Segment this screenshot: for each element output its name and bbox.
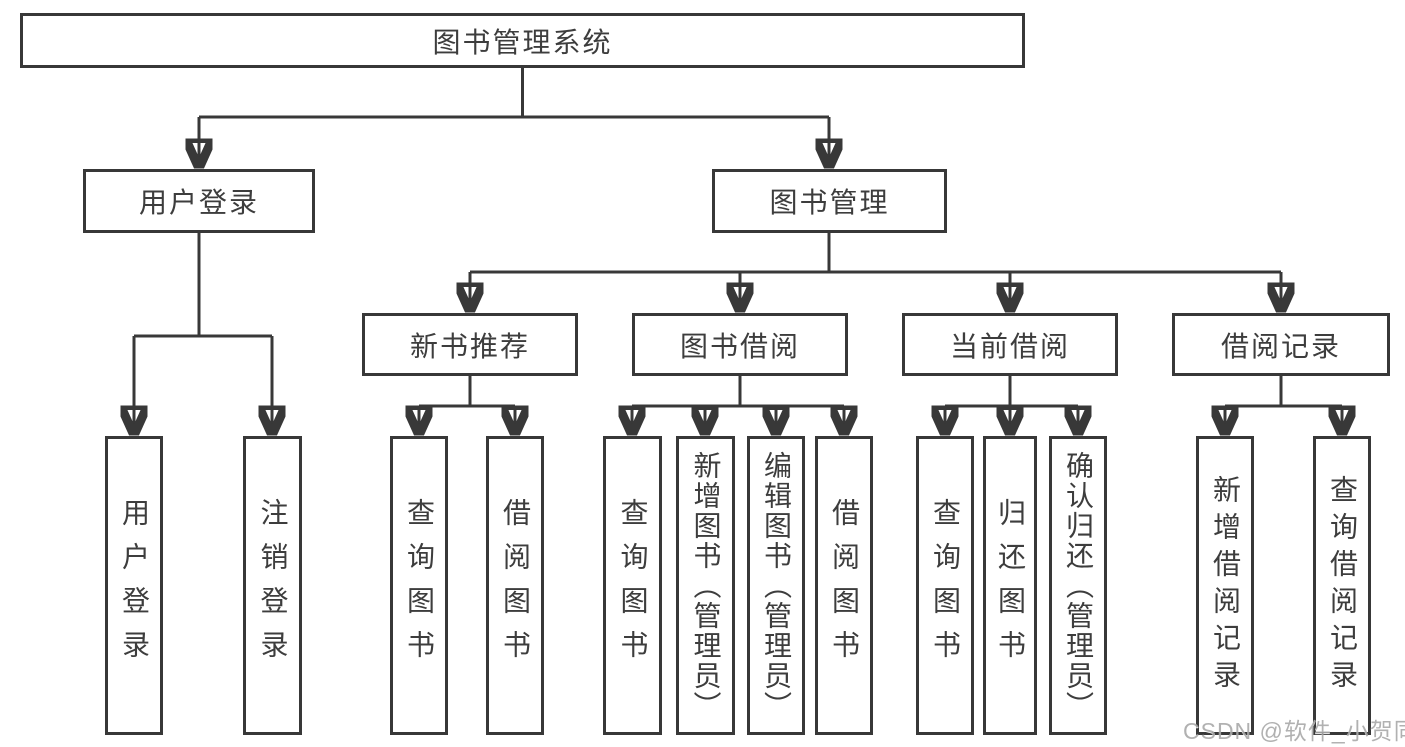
node-borrow-record: 借阅记录 xyxy=(1172,313,1390,376)
leaf-query-books-borrow: 查询图书 xyxy=(603,436,662,735)
leaf-add-borrow-record: 新增借阅记录 xyxy=(1196,436,1254,735)
edges-borrow-record-children xyxy=(1225,376,1342,434)
leaf-query-books-current: 查询图书 xyxy=(916,436,974,735)
leaf-user-login: 用户登录 xyxy=(105,436,163,735)
leaf-borrow-books-recommend: 借阅图书 xyxy=(486,436,544,735)
csdn-watermark: CSDN @软件_小贺同学 xyxy=(1183,718,1405,744)
leaf-edit-books-admin: 编辑图书（管理员） xyxy=(747,436,805,735)
edges-book-management-children xyxy=(470,233,1281,311)
node-current-borrow: 当前借阅 xyxy=(902,313,1118,376)
node-book-borrow: 图书借阅 xyxy=(632,313,848,376)
leaf-confirm-return-admin: 确认归还（管理员） xyxy=(1049,436,1107,735)
leaf-logout: 注销登录 xyxy=(243,436,302,735)
leaf-query-books-recommend: 查询图书 xyxy=(390,436,448,735)
leaf-borrow-books: 借阅图书 xyxy=(815,436,873,735)
edges-root-to-level2 xyxy=(199,68,829,167)
node-root-book-management-system: 图书管理系统 xyxy=(20,13,1025,68)
edges-new-book-recommend-children xyxy=(419,376,515,434)
node-user-login: 用户登录 xyxy=(83,169,315,233)
edges-book-borrow-children xyxy=(632,376,844,434)
node-new-book-recommend: 新书推荐 xyxy=(362,313,578,376)
leaf-return-books: 归还图书 xyxy=(983,436,1037,735)
leaf-query-borrow-record: 查询借阅记录 xyxy=(1313,436,1371,735)
edges-current-borrow-children xyxy=(945,376,1078,434)
edges-user-login-children xyxy=(134,233,272,434)
leaf-add-books-admin: 新增图书（管理员） xyxy=(676,436,735,735)
node-book-management: 图书管理 xyxy=(712,169,947,233)
